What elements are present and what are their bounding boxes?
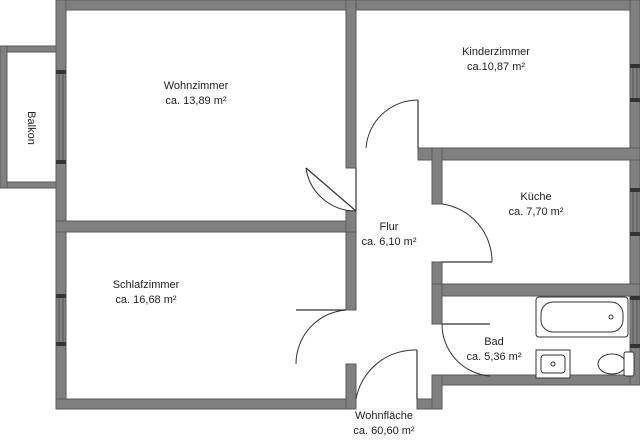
- interior-walls: [55, 0, 640, 410]
- room-label-flur: Flur ca. 6,10 m²: [361, 220, 416, 250]
- room-area: ca. 13,89 m²: [165, 95, 227, 107]
- room-name: Küche: [520, 191, 552, 203]
- toilet-icon: [597, 351, 635, 377]
- room-area: ca.10,87 m²: [466, 61, 526, 73]
- room-label-kueche: Küche ca. 7,70 m²: [508, 190, 563, 220]
- room-name: Bad: [484, 336, 504, 348]
- doors: [295, 99, 493, 400]
- room-area: ca. 5,36 m²: [466, 351, 522, 363]
- room-area: ca. 6,10 m²: [361, 236, 417, 248]
- room-name: Wohnzimmer: [163, 80, 229, 92]
- balcony: [0, 45, 59, 189]
- total-area-label: Wohnfläche ca. 60,60 m²: [353, 409, 414, 439]
- room-label-bad: Bad ca. 5,36 m²: [466, 335, 521, 365]
- room-area: ca. 16,68 m²: [115, 294, 177, 306]
- bathroom-fixtures: [535, 296, 635, 379]
- room-name: Flur: [379, 221, 399, 233]
- room-label-schlafzimmer: Schlafzimmer ca. 16,68 m²: [113, 278, 180, 308]
- room-area: ca. 7,70 m²: [508, 206, 564, 218]
- balcony-label: Balkon: [24, 111, 37, 145]
- total-name: Wohnfläche: [355, 410, 413, 422]
- windows: [56, 64, 640, 348]
- room-name: Schlafzimmer: [112, 279, 180, 291]
- total-area: ca. 60,60 m²: [353, 425, 415, 437]
- room-label-kinderzimmer: Kinderzimmer ca.10,87 m²: [462, 45, 530, 75]
- room-label-wohnzimmer: Wohnzimmer ca. 13,89 m²: [164, 79, 229, 109]
- room-name: Kinderzimmer: [462, 46, 530, 58]
